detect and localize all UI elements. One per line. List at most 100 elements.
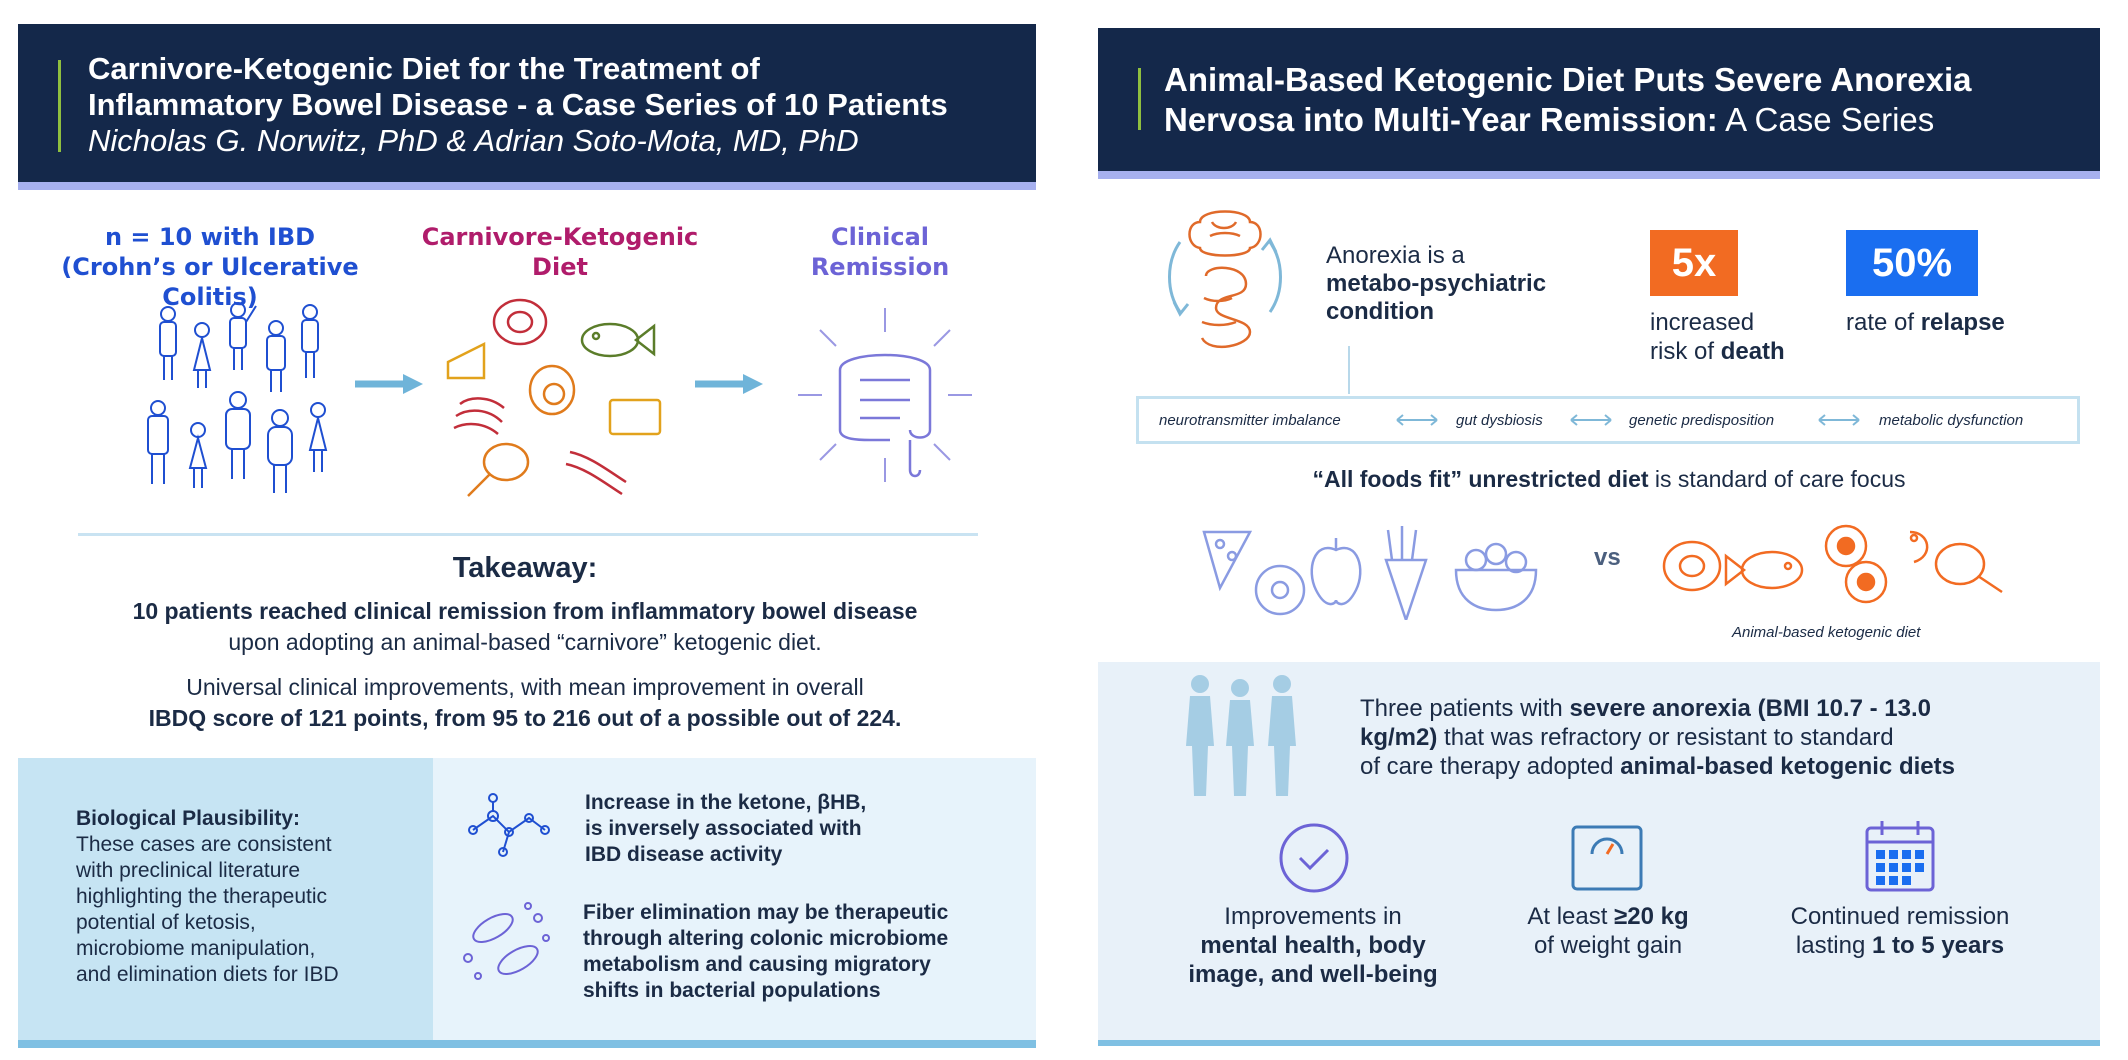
causes-chain-box: neurotransmitter imbalance gut dysbiosis…: [1136, 396, 2080, 444]
calendar-icon: [1865, 821, 1935, 892]
colon-icon: [798, 308, 972, 482]
left-footer-strip: [18, 1040, 1036, 1048]
cheese-icon: [446, 341, 486, 380]
remission-label-line2: Remission: [810, 253, 950, 281]
anorexia-line3: condition: [1326, 298, 1434, 325]
outcome-remission: Continued remission lasting 1 to 5 years: [1758, 902, 2042, 960]
chicken-leg-icon: [467, 442, 530, 497]
outcome1-line3: image, and well-being: [1188, 961, 1438, 988]
left-authors: Nicholas G. Norwitz, PhD & Adrian Soto-M…: [88, 123, 859, 158]
egg-icon: [1824, 524, 1888, 604]
patients-outcomes-box: Three patients with severe anorexia (BMI…: [1098, 662, 2100, 1040]
patients-silhouettes-icon: [1186, 675, 1296, 796]
ibd-infographic: Carnivore-Ketogenic Diet for the Treatme…: [0, 0, 1050, 1060]
stat-50pct-pre: rate of: [1846, 309, 1921, 336]
patients-line3-bold: animal-based ketogenic diets: [1620, 753, 1955, 780]
patients-line1-bold: severe anorexia (BMI 10.7 - 13.0: [1569, 695, 1931, 722]
keto-caption: Animal-based ketogenic diet: [1732, 624, 1921, 641]
right-footer-strip: [1098, 1040, 2100, 1046]
egg-icon: [528, 364, 576, 416]
patients-illustration: [147, 302, 328, 493]
arrow-icon: [695, 374, 763, 394]
takeaway-p1-line1: 10 patients reached clinical remission f…: [132, 598, 918, 624]
anorexia-text: Anorexia is a metabo-psychiatric conditi…: [1326, 242, 1546, 326]
outcome-weight-gain: At least ≥20 kg of weight gain: [1470, 902, 1746, 960]
stat-50pct-bold: relapse: [1920, 309, 2005, 336]
chain-item-neurotransmitter: neurotransmitter imbalance: [1159, 412, 1341, 429]
bio-line: These cases are consistent: [76, 833, 332, 856]
diet-label-line1: Carnivore-Ketogenic: [421, 223, 699, 251]
bio-line: highlighting the therapeutic: [76, 885, 328, 908]
bio-line: and elimination diets for IBD: [76, 963, 339, 986]
patients-label-line1: n = 10 with IBD: [104, 223, 316, 251]
ribs-icon: [453, 397, 505, 435]
outcome3-line2-pre: lasting: [1795, 932, 1872, 959]
bacteria-icon: [463, 902, 550, 980]
outcome3-line1: Continued remission: [1790, 903, 2010, 930]
left-header: Carnivore-Ketogenic Diet for the Treatme…: [18, 24, 1036, 182]
foods-rest: is standard of care focus: [1648, 466, 1906, 492]
ketone-line: Increase in the ketone, βHB,: [585, 791, 867, 814]
connector-line: [1348, 346, 1350, 394]
takeaway-paragraph-1: 10 patients reached clinical remission f…: [0, 596, 1050, 658]
molecule-icon: [468, 793, 550, 857]
right-title-line1: Animal-Based Ketogenic Diet Puts Severe …: [1164, 61, 1972, 98]
fiber-line: through altering colonic microbiome: [583, 927, 949, 950]
bio-line: microbiome manipulation,: [76, 937, 316, 960]
steak-icon: [1662, 540, 1722, 592]
left-title-line2: Inflammatory Bowel Disease - a Case Seri…: [88, 87, 948, 122]
patients-line2-rest: that was refractory or resistant to stan…: [1437, 724, 1894, 751]
fiber-line: shifts in bacterial populations: [583, 979, 881, 1002]
fiber-text: Fiber elimination may be therapeutic thr…: [583, 900, 948, 1004]
vs-label: vs: [1594, 544, 1621, 571]
unrestricted-foods-illustration: [1202, 526, 1538, 620]
right-title-bold: Nervosa into Multi-Year Remission:: [1164, 101, 1718, 138]
takeaway-paragraph-2: Universal clinical improvements, with me…: [0, 672, 1050, 734]
stat-5x-bold: death: [1720, 338, 1785, 365]
patients-line3-pre: of care therapy adopted: [1360, 753, 1621, 780]
takeaway-p2-line1: Universal clinical improvements, with me…: [186, 674, 864, 700]
animal-foods-illustration: [1662, 524, 2003, 604]
double-arrow-icon: [1570, 414, 1612, 426]
fish-icon: [1724, 550, 1804, 590]
patients-line1-pre: Three patients with: [1360, 695, 1570, 722]
person-icon: [147, 400, 169, 484]
chain-item-genetic: genetic predisposition: [1629, 412, 1775, 429]
patients-label: n = 10 with IBD (Crohn’s or Ulcerative C…: [60, 222, 360, 312]
fiber-line: metabolism and causing migratory: [583, 953, 931, 976]
person-icon: [159, 306, 177, 380]
divider: [78, 533, 978, 536]
takeaway-p2-line2: IBDQ score of 121 points, from 95 to 216…: [148, 705, 902, 731]
diet-label-line2: Diet: [532, 253, 588, 281]
arrow-icon: [355, 374, 423, 394]
outcome1-line1: Improvements in: [1224, 903, 1402, 930]
biological-plausibility-box: Biological Plausibility: These cases are…: [18, 758, 433, 1040]
bio-title: Biological Plausibility:: [76, 807, 301, 830]
left-header-strip: [18, 182, 1036, 190]
remission-label-line1: Clinical: [830, 223, 930, 251]
right-title-line2: Nervosa into Multi-Year Remission: A Cas…: [1164, 100, 1934, 140]
pizza-icon: [1202, 530, 1253, 592]
outcome2-line1-bold: ≥20 kg: [1614, 903, 1689, 930]
takeaway-p1-line2: upon adopting an animal-based “carnivore…: [228, 629, 822, 655]
chicken-leg-icon: [1934, 542, 2003, 594]
carnivore-foods-illustration: [446, 298, 662, 497]
header-accent-bar: [1138, 68, 1141, 130]
stat-50pct-badge: 50%: [1846, 230, 1978, 296]
person-icon: [192, 322, 212, 388]
left-title-line1: Carnivore-Ketogenic Diet for the Treatme…: [88, 51, 760, 86]
right-header-strip: [1098, 171, 2100, 179]
stat-50pct-text: rate of relapse: [1846, 308, 2005, 337]
stat-5x-badge: 5x: [1650, 230, 1738, 296]
anorexia-line2: metabo-psychiatric: [1326, 270, 1547, 297]
bio-text: Biological Plausibility: These cases are…: [76, 806, 416, 988]
anorexia-infographic: Animal-Based Ketogenic Diet Puts Severe …: [1090, 0, 2128, 1060]
outcome1-line2: mental health, body: [1200, 932, 1426, 959]
weight-scale-icon: [1571, 825, 1643, 891]
bio-line: potential of ketosis,: [76, 911, 256, 934]
fish-icon: [580, 322, 656, 358]
ketone-line: IBD disease activity: [585, 843, 783, 866]
chain-item-gut-dysbiosis: gut dysbiosis: [1456, 412, 1543, 429]
patients-label-line2: (Crohn’s or Ulcerative Colitis): [61, 253, 359, 311]
stat-5x-pre: risk of: [1650, 338, 1721, 365]
